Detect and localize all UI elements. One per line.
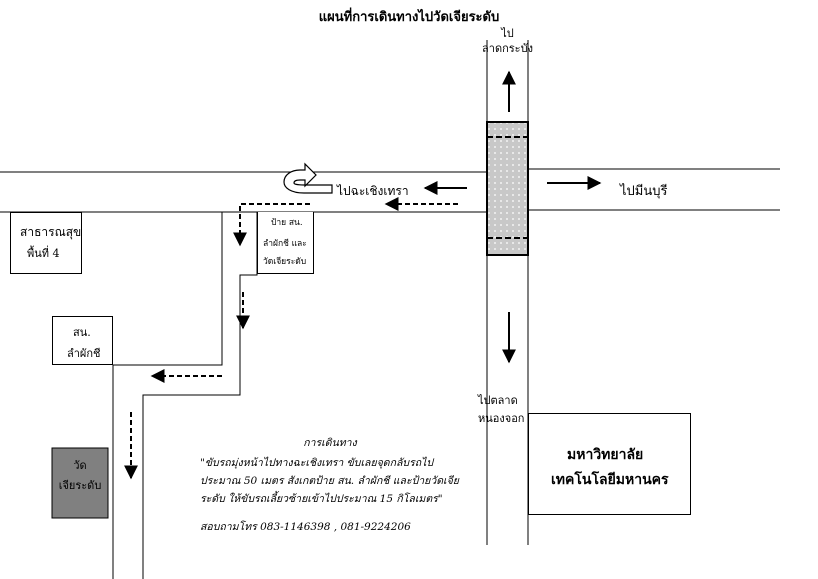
route-arrow-turn bbox=[233, 203, 310, 247]
intersection bbox=[486, 121, 529, 256]
directions-heading: การเดินทาง bbox=[303, 437, 357, 449]
label-to-south: ไปตลาด หนองจอก bbox=[478, 394, 525, 425]
temple-label: วัด เจียระดับ bbox=[58, 459, 102, 492]
label-to-west: ไปฉะเชิงเทรา bbox=[337, 184, 409, 198]
temple-building bbox=[51, 447, 109, 519]
map-title: แผนที่การเดินทางไปวัดเจียระดับ bbox=[318, 10, 500, 25]
cross-road bbox=[486, 40, 529, 545]
directions-text: "ขับรถมุ่งหน้าไปทางฉะเชิงเทรา ขับเลยจุดก… bbox=[200, 457, 459, 505]
university-box: มหาวิทยาลัย เทคโนโลยีมหานคร bbox=[528, 413, 691, 515]
route-path bbox=[124, 197, 458, 480]
u-turn-arrow-icon bbox=[283, 162, 333, 194]
health-center-box: สาธารณสุข พื้นที่ 4 bbox=[10, 212, 82, 274]
contact-phone: สอบถามโทร 083-1146398 , 081-9224206 bbox=[200, 521, 411, 533]
police-station-box: สน. ลำผักชี bbox=[52, 316, 113, 365]
label-to-east: ไปมีนบุรี bbox=[620, 184, 668, 199]
police-sign-box: ป้าย สน. ลำผักชี และ วัดเจียระดับ bbox=[257, 212, 314, 274]
label-to-north: ไป ลาดกระบัง bbox=[482, 27, 533, 55]
